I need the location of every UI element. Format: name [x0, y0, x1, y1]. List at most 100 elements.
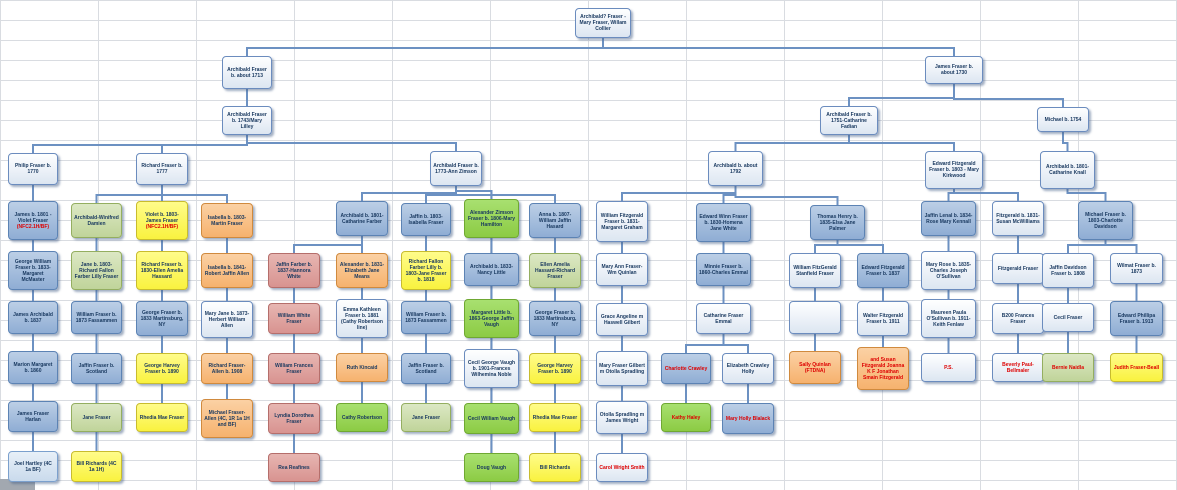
tree-node-c12r1[interactable]: Thomas Henry b. 1835-Elsa Jane Palmer — [810, 205, 865, 240]
tree-node-c16r2[interactable]: Wilmat Fraser b. 1873 — [1110, 253, 1163, 284]
tree-node-c13r3[interactable]: Maureen Paula O'Sullivan b. 1911-Keith F… — [921, 299, 976, 338]
tree-node-e1803[interactable]: Edward Fitzgerald Fraser b. 1803 - Mary … — [925, 151, 983, 189]
tree-node-c4r3[interactable]: Mary Jane b. 1873-Herbert William Allen — [201, 301, 253, 338]
tree-node-c7r2[interactable]: Richard Fallon Farber Lilly b. 1803-Jane… — [401, 251, 451, 290]
tree-node-c9r5[interactable]: Rhedia Mae Fraser — [529, 403, 581, 432]
tree-node-c4r5[interactable]: Michael Fraser-Allen (4C, 1R 1a 1H and B… — [201, 399, 253, 438]
tree-node-c8r4[interactable]: Cecil George Vaugh b. 1901-Frances Wilhe… — [464, 349, 519, 388]
tree-node-c6r1[interactable]: Archibald b. 1801-Catharine Farber — [336, 201, 388, 236]
tree-node-c6r2[interactable]: Alexander b. 1831-Elizabeth Jane Means — [336, 253, 388, 288]
tree-node-m1754[interactable]: Michael b. 1754 — [1037, 107, 1089, 132]
tree-node-c6r5[interactable]: Cathy Robertson — [336, 403, 388, 432]
tree-node-c5r6[interactable]: Rea Reafines — [268, 453, 320, 482]
tree-node-c5r5[interactable]: Lyndia Dorothea Fraser — [268, 403, 320, 434]
tree-node-c4r2[interactable]: Isabella b. 1841-Robert Jaffin Allen — [201, 253, 253, 288]
tree-node-c3r4[interactable]: George Harvey Fraser b. 1890 — [136, 353, 188, 384]
tree-node-c1r4[interactable]: Marion Margaret b. 1860 — [8, 351, 58, 384]
tree-node-a1773[interactable]: Archibald Fraser b. 1773-Ann Zimson — [430, 151, 482, 186]
tree-node-label: Rhedia Mae Fraser — [139, 414, 185, 421]
tree-node-c6r4[interactable]: Ruth Kincaid — [336, 353, 388, 382]
tree-node-c5r3[interactable]: William White Fraser — [268, 303, 320, 334]
tree-node-c10r5[interactable]: Otolla Spradling m James Wright — [596, 401, 648, 434]
tree-node-label: Richard Fallon Farber Lilly b. 1803-Jane… — [405, 258, 447, 283]
tree-node-c11r4a[interactable]: Charlotte Crawley — [661, 353, 711, 384]
tree-node-c12r2a[interactable]: William FitzGerald Stanfield Fraser — [789, 253, 841, 288]
tree-node-c13r4[interactable]: P.S. — [921, 353, 976, 382]
tree-node-c11r3[interactable]: Catharine Fraser Emmal — [696, 303, 751, 334]
tree-node-c14r4[interactable]: Beverly Paul-Bellmaler — [992, 353, 1044, 382]
tree-node-c12r3b[interactable]: Walter Fitzgerald Fraser b. 1911 — [857, 301, 909, 336]
tree-node-c14r3[interactable]: B200 Frances Fraser — [992, 303, 1044, 334]
tree-node-c8r5[interactable]: Cecil William Vaugh — [464, 403, 519, 434]
tree-node-c16r4[interactable]: Judith Fraser-Beall — [1110, 353, 1163, 382]
tree-node-a1801k[interactable]: Archibald b. 1801-Catharine Knall — [1040, 151, 1095, 189]
tree-node-c2r4[interactable]: Jaffin Fraser b. Scotland — [71, 353, 122, 384]
tree-node-c2r1[interactable]: Archibald-Winifred Damien — [71, 203, 122, 238]
tree-node-a1713[interactable]: Archibald Fraser b. about 1713 — [222, 56, 272, 89]
tree-node-a1792[interactable]: Archibald b. about 1792 — [708, 151, 763, 186]
tree-node-c14r1[interactable]: Fitzgerald b. 1831-Susan McWilliams — [992, 201, 1044, 236]
tree-node-c10r4[interactable]: Mary Fraser Gilbert m Otolla Spradling — [596, 351, 648, 386]
tree-node-c4r4[interactable]: Richard Fraser-Allen b. 1908 — [201, 353, 253, 384]
tree-node-c10r1[interactable]: William Fitzgerald Fraser b. 1831-Margar… — [596, 201, 648, 242]
tree-node-c12r4b[interactable]: and Susan Fitzgerald Joanna K F Jonathan… — [857, 347, 909, 390]
tree-node-c8r1[interactable]: Alexander Zimson Fraser b. 1806-Mary Ham… — [464, 199, 519, 238]
tree-node-c13r2[interactable]: Mary Rose b. 1835-Charles Joseph O'Sulli… — [921, 251, 976, 290]
tree-node-label: Lyndia Dorothea Fraser — [274, 412, 314, 425]
tree-node-c11r5a[interactable]: Kathy Haley — [661, 403, 711, 432]
tree-node-c13r1[interactable]: Jaffin Lenal b. 1834-Rose Mary Kennall — [921, 201, 976, 236]
tree-node-c7r5[interactable]: Jane Fraser — [401, 403, 451, 432]
tree-node-c2r3[interactable]: William Fraser b. 1873 Fassammen — [71, 301, 122, 334]
tree-node-c5r4[interactable]: William Frances Fraser — [268, 353, 320, 384]
tree-node-c9r6[interactable]: Bill Richards — [529, 453, 581, 482]
tree-node-c9r4[interactable]: George Harvey Fraser b. 1890 — [529, 353, 581, 384]
tree-node-a1743[interactable]: Archibald Fraser b. 1743/Mary Lilley — [222, 106, 272, 135]
tree-node-c1r1[interactable]: James b. 1801 -Violet Fraser(NFC2.1H/BF) — [8, 201, 58, 240]
tree-node-c9r3[interactable]: George Fraser b. 1833 Martinsburg, NY — [529, 301, 581, 336]
tree-node-label: Jaffin Davidson Fraser b. 1808 — [1049, 264, 1087, 277]
tree-node-c8r3[interactable]: Margaret Little b. 1863-George Jaffin Va… — [464, 299, 519, 338]
tree-node-c10r2[interactable]: Mary Ann Fraser-Wm Quinlan — [596, 253, 648, 286]
tree-node-c3r5[interactable]: Rhedia Mae Fraser — [136, 403, 188, 432]
tree-node-c2r6[interactable]: Bill Richards (4C 1a 1H) — [71, 451, 122, 482]
tree-node-c8r2[interactable]: Archibald b. 1833-Nancy Little — [464, 253, 519, 286]
tree-node-c12r4a[interactable]: Sally Quinlan (FTDNA) — [789, 351, 841, 384]
tree-node-c10r3[interactable]: Grace Angeline m Haswell Gilbert — [596, 303, 648, 336]
tree-node-c3r2[interactable]: Richard Fraser b. 1830-Ellen Amelia Hass… — [136, 251, 188, 290]
tree-node-c7r1[interactable]: Jaffin b. 1803-Isabella Fraser — [401, 203, 451, 236]
tree-node-c7r4[interactable]: Jaffin Fraser b. Scotland — [401, 353, 451, 384]
tree-node-c11r1[interactable]: Edward Winn Fraser b. 1830-Homena Jane W… — [696, 203, 751, 242]
tree-node-c11r2[interactable]: Minnie Fraser b. 1860-Charles Emmal — [696, 253, 751, 286]
tree-node-c8r6[interactable]: Doug Vaugh — [464, 453, 519, 482]
tree-node-c11r5b[interactable]: Mary Holly Blalack — [722, 403, 774, 434]
tree-node-c1r6[interactable]: Joel Hartley (4C 1a BF) — [8, 451, 58, 482]
tree-node-c15r1[interactable]: Michael Fraser b. 1803-Charlotte Davidso… — [1078, 201, 1133, 240]
tree-node-philip[interactable]: Philip Fraser b. 1770 — [8, 153, 58, 185]
tree-node-root[interactable]: Archibald? Fraser -Mary Fraser, Willam C… — [575, 8, 631, 38]
tree-node-c15r4[interactable]: Bernie Naidla — [1042, 353, 1094, 382]
tree-node-c1r3[interactable]: James Archibald b. 1837 — [8, 301, 58, 334]
tree-node-c12r3a[interactable] — [789, 301, 841, 334]
tree-node-c2r5[interactable]: Jane Fraser — [71, 403, 122, 432]
tree-node-a1751[interactable]: Archibald Fraser b. 1751-Catharine Fadia… — [820, 106, 878, 135]
tree-node-c4r1[interactable]: Isabella b. 1803-Martin Fraser — [201, 203, 253, 238]
tree-node-c7r3[interactable]: William Fraser b. 1873 Fassammen — [401, 301, 451, 334]
tree-node-c3r3[interactable]: George Fraser b. 1833 Martinsburg, NY — [136, 301, 188, 336]
tree-node-c3r1[interactable]: Violet b. 1803-James Fraser(NFC2.1H/BF) — [136, 201, 188, 240]
tree-node-c6r3[interactable]: Emma Kathleen Fraser b. 1881 (Cathy Robe… — [336, 299, 388, 338]
tree-node-c9r2[interactable]: Ellen Amelia Hassard-Richard Fraser — [529, 253, 581, 288]
tree-node-c5r2[interactable]: Jaffin Farber b. 1837-Hannora White — [268, 253, 320, 288]
tree-node-c16r3[interactable]: Edward Phillipa Fraser b. 1913 — [1110, 301, 1163, 336]
tree-node-richard[interactable]: Richard Fraser b. 1777 — [136, 153, 188, 185]
tree-node-c14r2[interactable]: Fitzgerald Fraser — [992, 253, 1044, 284]
tree-node-c1r5[interactable]: James Fraser Harlan — [8, 401, 58, 432]
tree-node-c15r3[interactable]: Cecil Fraser — [1042, 303, 1094, 332]
tree-node-c12r2b[interactable]: Edward Fitzgerald Fraser b. 1837 — [857, 253, 909, 288]
tree-node-c9r1[interactable]: Anna b. 1807-William Jaffin Hasard — [529, 203, 581, 238]
tree-node-c15r2[interactable]: Jaffin Davidson Fraser b. 1808 — [1042, 253, 1094, 288]
tree-node-c2r2[interactable]: Jane b. 1803-Richard Fallon Farber Lilly… — [71, 251, 122, 290]
tree-node-j1730[interactable]: James Fraser b. about 1730 — [925, 56, 983, 84]
tree-node-c11r4b[interactable]: Elizabeth Crawley Holly — [722, 353, 774, 384]
tree-node-c1r2[interactable]: George William Fraser b. 1833-Margaret M… — [8, 251, 58, 290]
tree-node-c10r6[interactable]: Carol Wright Smith — [596, 453, 648, 482]
